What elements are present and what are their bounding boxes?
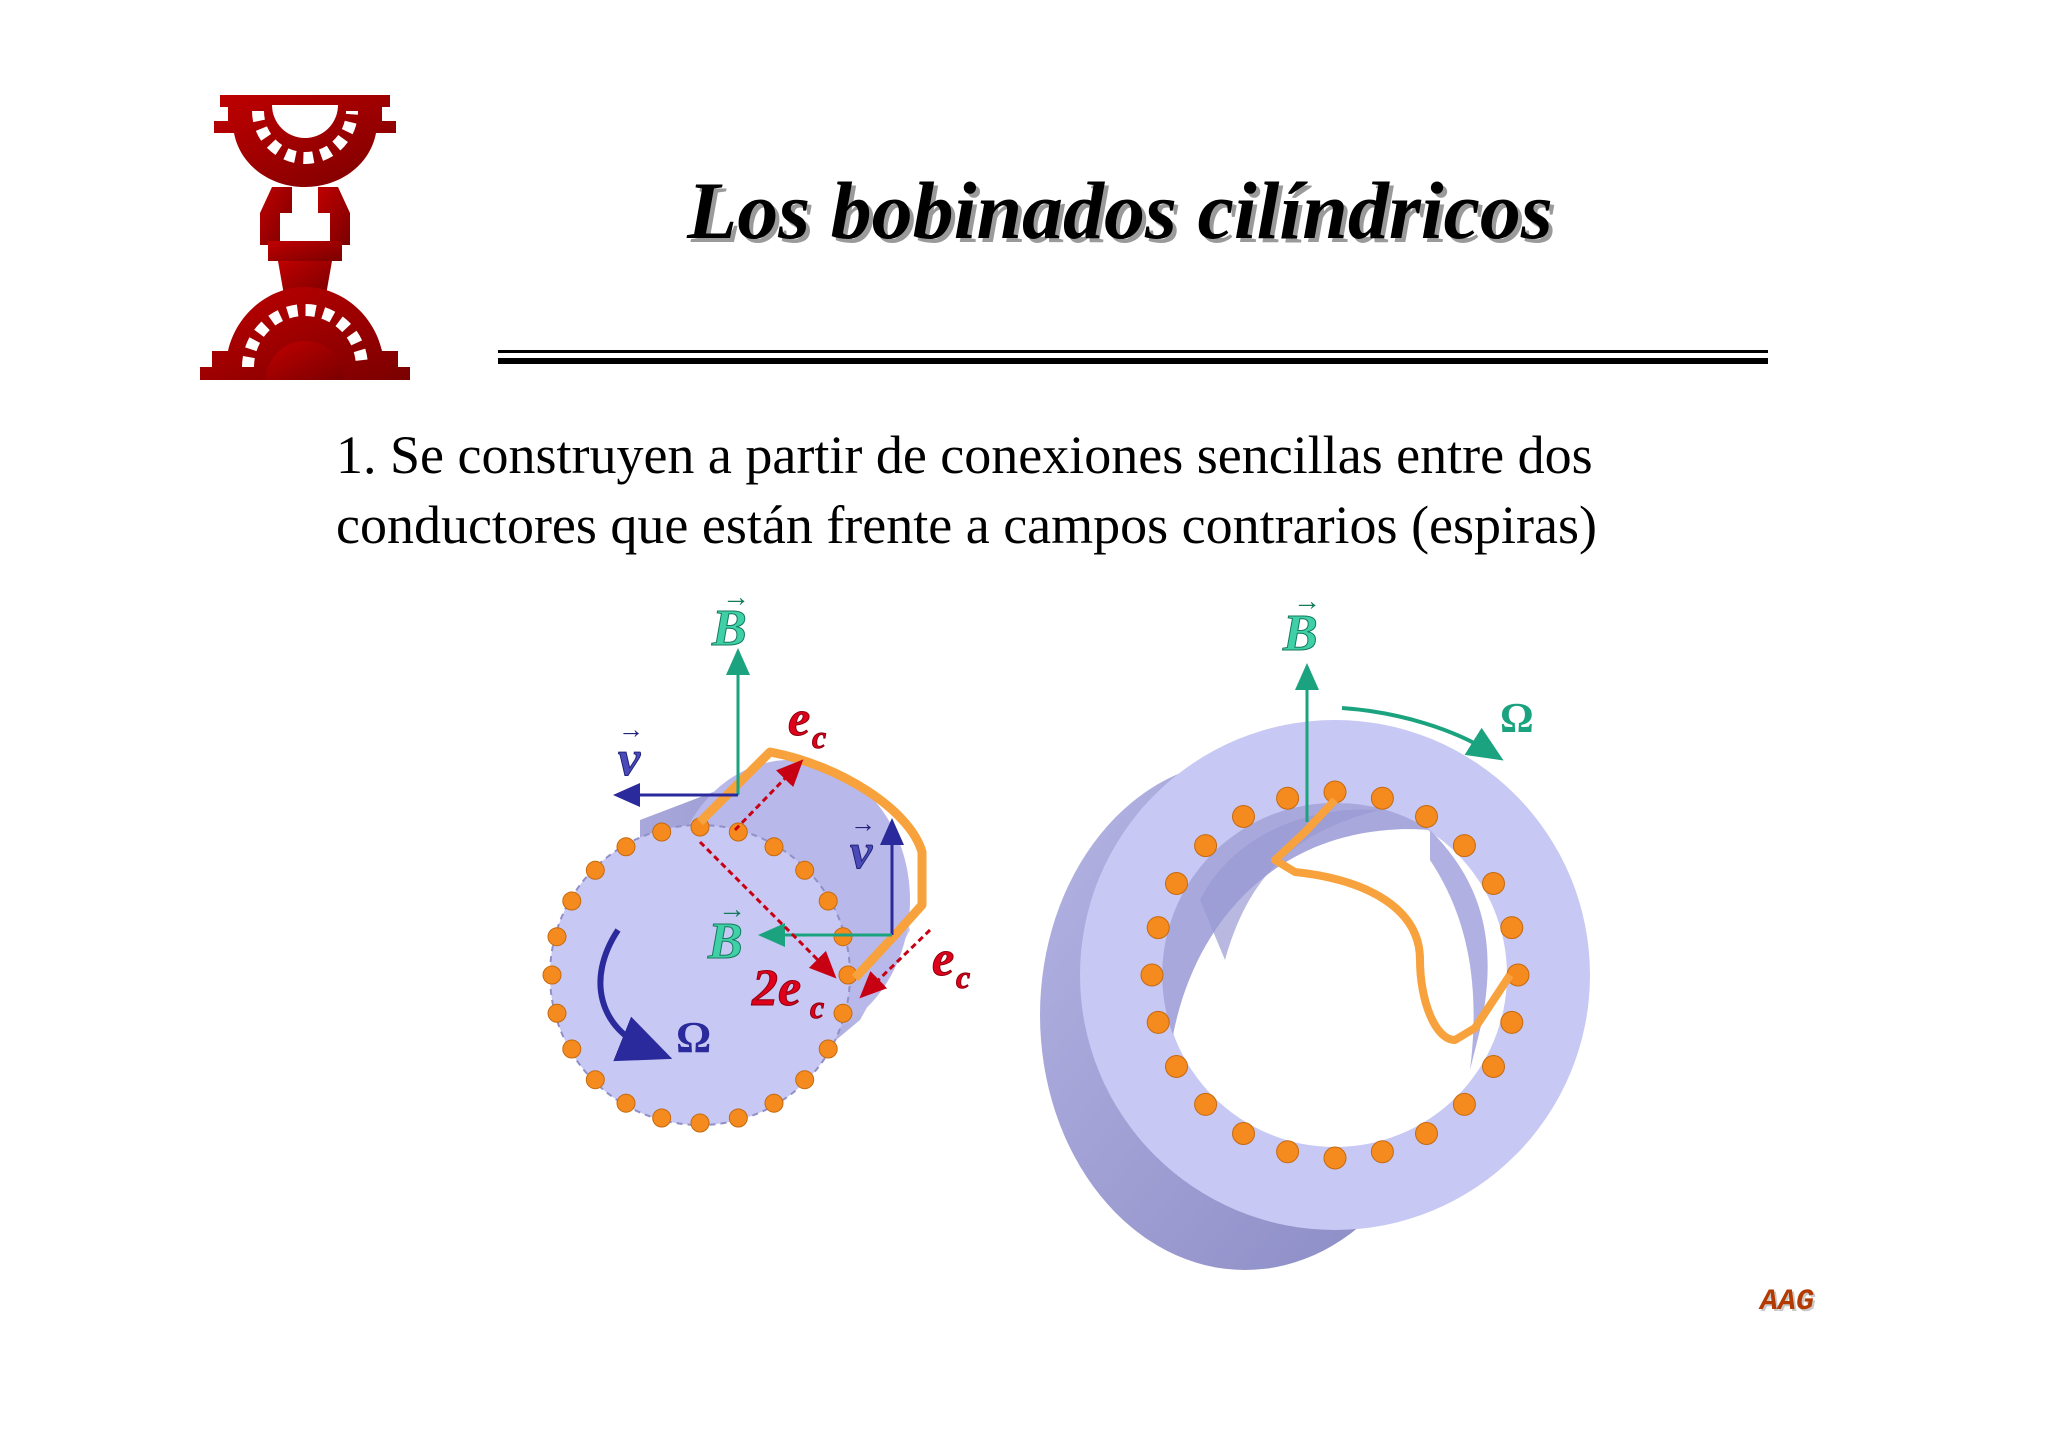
conductor-dot <box>1165 1055 1188 1078</box>
conductor-dot <box>652 822 672 842</box>
gear-emblem-logo <box>200 95 410 380</box>
conductor-dot <box>1165 872 1188 895</box>
right-ring <box>1040 720 1590 1270</box>
conductor-dot <box>562 1039 582 1059</box>
conductor-dot <box>562 891 582 911</box>
conductor-dot <box>1482 872 1505 895</box>
conductor-dot <box>542 965 562 985</box>
conductor-dot <box>616 1093 636 1113</box>
conductor-dot <box>1140 963 1164 987</box>
conductor-dot <box>1482 1055 1505 1078</box>
conductor-dot <box>1276 786 1300 810</box>
left-coil <box>696 747 927 982</box>
conductor-dot <box>652 1108 672 1128</box>
conductor-dot <box>1370 786 1394 810</box>
conductor-dot <box>1146 916 1170 940</box>
title-divider <box>498 350 1768 364</box>
conductor-dot <box>547 1003 567 1023</box>
conductor-dot <box>1232 805 1255 828</box>
right-coil <box>1271 797 1514 1044</box>
svg-text:→: → <box>618 715 644 744</box>
conductor-dot <box>795 1070 815 1090</box>
conductor-dot <box>547 927 567 947</box>
svg-text:→: → <box>722 582 750 613</box>
slide-title: Los bobinados cilíndricos <box>687 165 1553 256</box>
conductor-dot <box>1500 916 1524 940</box>
conductor-dot <box>833 927 853 947</box>
conductor-dot <box>1232 1122 1255 1145</box>
conductor-dot <box>1500 1010 1524 1034</box>
conductor-dot <box>1276 1140 1300 1164</box>
conductor-dot <box>764 837 784 857</box>
conductor-dot <box>1194 1092 1218 1116</box>
velocity-label: v <box>618 730 641 786</box>
conductor-dot <box>1146 1010 1170 1034</box>
conductor-dot <box>1194 834 1218 858</box>
conductor-dot <box>764 1093 784 1113</box>
slide-body: 1. Se construyen a partir de conexiones … <box>336 420 1736 560</box>
conductor-dot <box>1452 834 1476 858</box>
conductor-dot <box>585 1070 605 1090</box>
body-line: conductores que están frente a campos co… <box>336 495 1597 555</box>
conductor-dot <box>1506 963 1530 987</box>
conductor-dot <box>795 860 815 880</box>
double-emf-subscript: c <box>810 989 824 1025</box>
svg-text:→: → <box>718 894 746 925</box>
conductor-dot <box>690 1113 710 1133</box>
double-emf-label: 2e <box>751 960 801 1017</box>
conductor-dot <box>728 1108 748 1128</box>
conductor-dot <box>1452 1092 1476 1116</box>
conductor-dot <box>833 1003 853 1023</box>
conductor-dot <box>818 1039 838 1059</box>
body-line: 1. Se construyen a partir de conexiones … <box>336 425 1593 485</box>
conductor-dot <box>1415 805 1438 828</box>
svg-text:→: → <box>850 809 876 838</box>
B-field-label: B <box>1282 605 1318 662</box>
conductor-dot <box>818 891 838 911</box>
velocity-label: v <box>850 823 873 879</box>
conductor-dot <box>1415 1122 1438 1145</box>
author-credit: AAG <box>1760 1285 1815 1319</box>
emf-subscript: c <box>812 719 826 755</box>
emf-subscript: c <box>956 959 970 995</box>
left-conductor-ring <box>542 817 858 1133</box>
B-field-label: B <box>711 600 747 657</box>
emf-label: e <box>932 930 954 986</box>
conductor-dot <box>1370 1140 1394 1164</box>
conductor-dot <box>616 837 636 857</box>
conductor-dot <box>1323 780 1347 804</box>
omega-label: Ω <box>676 1013 711 1062</box>
B-field-label: B <box>707 913 743 970</box>
omega-label: Ω <box>1500 696 1534 742</box>
conductor-dot <box>728 822 748 842</box>
conductor-dot <box>1323 1146 1347 1170</box>
right-conductor-ring <box>1140 780 1530 1170</box>
conductor-dot <box>585 860 605 880</box>
svg-text:→: → <box>1293 586 1321 617</box>
emf-label: e <box>788 690 810 746</box>
